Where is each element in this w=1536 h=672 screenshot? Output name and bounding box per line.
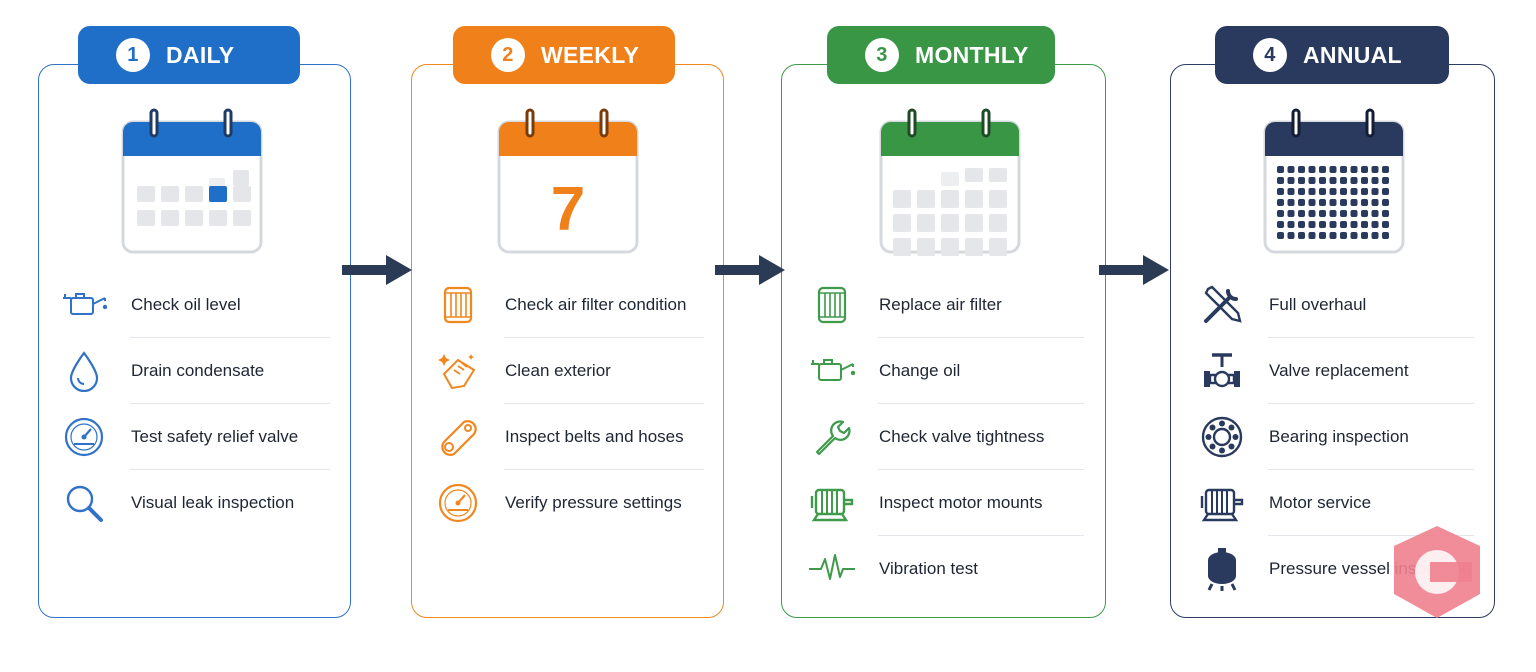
list-item: Check valve tightness (804, 404, 1084, 470)
cleaning-hand-icon (430, 343, 486, 399)
section-title: ANNUAL (1303, 41, 1402, 68)
air-filter-icon (430, 277, 486, 333)
weekly-header: 2 WEEKLY (453, 26, 675, 84)
tools-icon (1194, 277, 1250, 333)
list-item: Change oil (804, 338, 1084, 404)
wrench-icon (804, 409, 860, 465)
list-item: Drain condensate (56, 338, 330, 404)
weekly-calendar-icon: 7 (497, 108, 639, 254)
bearing-icon (1194, 409, 1250, 465)
daily-calendar-icon (121, 108, 263, 254)
motor-icon (1194, 475, 1250, 531)
gauge-icon (430, 475, 486, 531)
annual-task-list: Full overhaul Valve replacement Bearing … (1194, 272, 1474, 602)
list-item: Test safety relief valve (56, 404, 330, 470)
list-item: Motor service (1194, 470, 1474, 536)
list-item: Bearing inspection (1194, 404, 1474, 470)
daily-header: 1 DAILY (78, 26, 300, 84)
list-item: Visual leak inspection (56, 470, 330, 536)
annual-header: 4 ANNUAL (1215, 26, 1449, 84)
oil-can-icon (56, 277, 112, 333)
list-item: Clean exterior (430, 338, 704, 404)
list-item: Vibration test (804, 536, 1084, 602)
list-item: Verify pressure settings (430, 470, 704, 536)
calendar-day-number: 7 (551, 175, 585, 244)
water-drop-icon (56, 343, 112, 399)
arrow-right-icon (715, 255, 785, 285)
section-title: WEEKLY (541, 41, 640, 68)
list-item: Check air filter condition (430, 272, 704, 338)
list-item: Replace air filter (804, 272, 1084, 338)
list-item: Valve replacement (1194, 338, 1474, 404)
valve-icon (1194, 343, 1250, 399)
list-item: Full overhaul (1194, 272, 1474, 338)
magnifier-icon (56, 475, 112, 531)
list-item: Inspect belts and hoses (430, 404, 704, 470)
oil-can-icon (804, 343, 860, 399)
step-number: 1 (116, 38, 150, 72)
arrow-right-icon (1099, 255, 1169, 285)
step-number: 3 (865, 38, 899, 72)
monthly-calendar-icon (879, 108, 1021, 256)
section-title: DAILY (166, 41, 235, 68)
monthly-header: 3 MONTHLY (827, 26, 1055, 84)
section-title: MONTHLY (915, 41, 1029, 68)
list-item: Inspect motor mounts (804, 470, 1084, 536)
list-item: Check oil level (56, 272, 330, 338)
pressure-vessel-icon (1194, 541, 1250, 597)
monthly-task-list: Replace air filter Change oil Check valv… (804, 272, 1084, 602)
vibration-wave-icon (804, 541, 860, 597)
gauge-icon (56, 409, 112, 465)
daily-task-list: Check oil level Drain condensate Test sa… (56, 272, 330, 536)
belt-icon (430, 409, 486, 465)
weekly-task-list: Check air filter condition Clean exterio… (430, 272, 704, 536)
step-number: 4 (1253, 38, 1287, 72)
arrow-right-icon (342, 255, 412, 285)
air-filter-icon (804, 277, 860, 333)
step-number: 2 (491, 38, 525, 72)
annual-calendar-icon (1263, 108, 1405, 254)
motor-icon (804, 475, 860, 531)
pink-watermark-icon (1394, 526, 1480, 618)
